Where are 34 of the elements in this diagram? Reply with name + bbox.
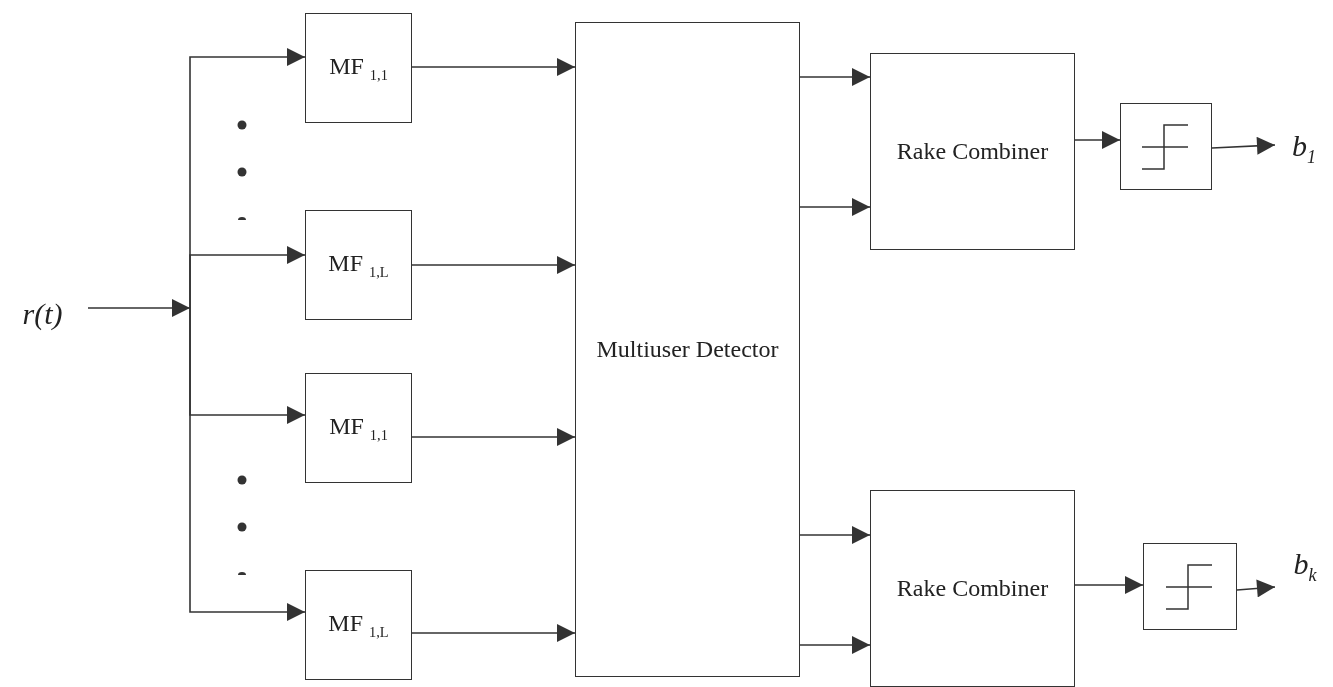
arrow xyxy=(411,58,576,76)
arrow xyxy=(799,526,871,544)
arrow xyxy=(799,198,871,216)
slicer-block xyxy=(1120,103,1212,190)
block-label: Rake Combiner xyxy=(896,137,1049,166)
arrow xyxy=(189,246,306,309)
block-label: MF $_{1,1}$ xyxy=(329,51,388,85)
block-label: MF $_{1,L}$ xyxy=(328,248,389,282)
arrow xyxy=(411,428,576,446)
arrow xyxy=(1236,579,1276,598)
arrow xyxy=(411,256,576,274)
block-label: MF $_{1,L}$ xyxy=(328,608,389,642)
slicer-block xyxy=(1143,543,1237,630)
arrow xyxy=(411,624,576,642)
block-label: Rake Combiner xyxy=(896,574,1049,603)
block-label: MF $_{1,1}$ xyxy=(329,411,388,445)
arrow xyxy=(1074,131,1121,149)
process-block xyxy=(305,570,412,680)
process-block xyxy=(870,53,1075,250)
arrow xyxy=(799,636,871,654)
process-block xyxy=(305,13,412,123)
block-label: Multiuser Detector xyxy=(596,335,779,364)
process-block xyxy=(305,373,412,483)
process-block xyxy=(870,490,1075,687)
process-block xyxy=(575,22,800,677)
arrow xyxy=(189,307,306,621)
signal-label: r(t) xyxy=(22,297,63,331)
arrow xyxy=(1211,136,1276,155)
signal-label: b$_{k}$ xyxy=(1293,546,1317,586)
arrow xyxy=(799,68,871,86)
arrow xyxy=(87,299,191,317)
arrow xyxy=(1074,576,1144,594)
process-block xyxy=(305,210,412,320)
signal-label: b$_{1}$ xyxy=(1292,128,1316,168)
